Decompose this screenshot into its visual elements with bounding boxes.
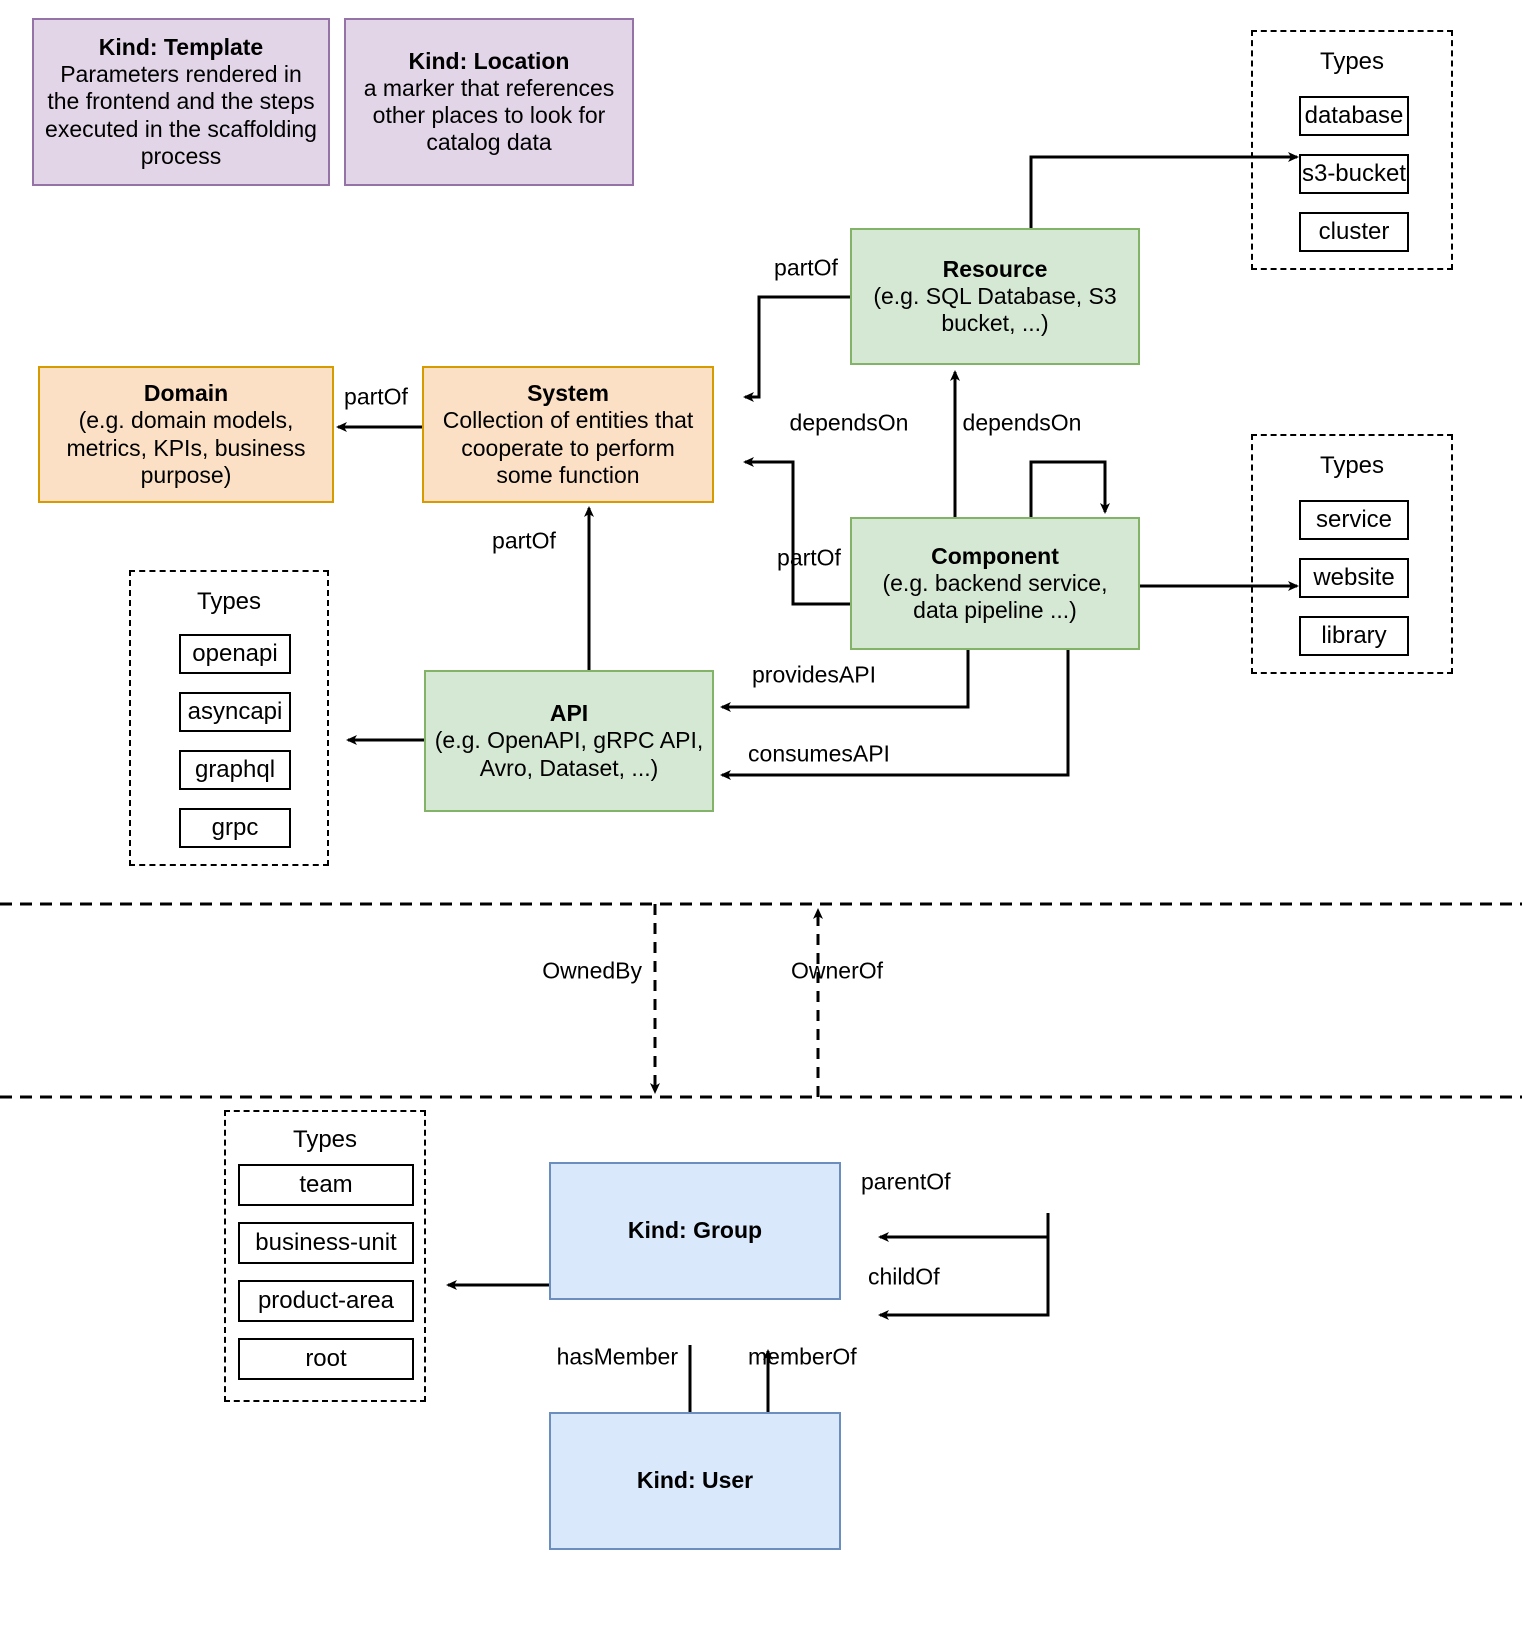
types-title: Types [196, 588, 262, 615]
type-chip-graphql[interactable]: graphql [179, 750, 291, 790]
edge-label-component-consumesapi: consumesAPI [748, 740, 890, 767]
type-chip-cluster[interactable]: cluster [1299, 212, 1409, 252]
types-title: Types [1319, 48, 1385, 75]
node-title: Resource [942, 255, 1048, 282]
node-subtitle: (e.g. OpenAPI, gRPC API, Avro, Dataset, … [434, 727, 704, 781]
edge-group-parentof [878, 1213, 1050, 1242]
edge-label-ownedby: OwnedBy [542, 957, 642, 984]
type-chip-website[interactable]: website [1299, 558, 1409, 598]
type-chip-grpc[interactable]: grpc [179, 808, 291, 848]
node-subtitle: a marker that references other places to… [363, 74, 615, 156]
node-title: Kind: Template [98, 34, 264, 61]
node-title: Domain [143, 380, 229, 407]
node-subtitle: Collection of entities that cooperate to… [442, 407, 694, 488]
edge-label-component-providesapi: providesAPI [751, 661, 877, 688]
edge-label-group-parentof: parentOf [861, 1168, 951, 1195]
edge-component-dependson-component [1029, 460, 1110, 518]
types-box-group: Types team business-unit product-area ro… [224, 1110, 426, 1402]
types-title: Types [1319, 452, 1385, 479]
types-box-component: Types service website library [1251, 434, 1453, 674]
node-title: Kind: Group [627, 1217, 763, 1244]
node-title: System [527, 380, 609, 407]
types-box-resource: Types database s3-bucket cluster [1251, 30, 1453, 270]
node-api[interactable]: API (e.g. OpenAPI, gRPC API, Avro, Datas… [424, 670, 714, 812]
edge-label-api-partof-system: partOf [492, 527, 556, 554]
type-chip-product-area[interactable]: product-area [238, 1280, 414, 1322]
node-kind-location[interactable]: Kind: Location a marker that references … [344, 18, 634, 186]
type-chip-team[interactable]: team [238, 1164, 414, 1206]
type-chip-library[interactable]: library [1299, 616, 1409, 656]
type-chip-business-unit[interactable]: business-unit [238, 1222, 414, 1264]
edge-label-resource-partof-system: partOf [774, 254, 838, 281]
type-chip-asyncapi[interactable]: asyncapi [179, 692, 291, 732]
type-chip-root[interactable]: root [238, 1338, 414, 1380]
edge-label-ownerof: OwnerOf [791, 957, 884, 984]
node-system[interactable]: System Collection of entities that coope… [422, 366, 714, 503]
node-component[interactable]: Component (e.g. backend service, data pi… [850, 517, 1140, 650]
node-resource[interactable]: Resource (e.g. SQL Database, S3 bucket, … [850, 228, 1140, 365]
node-kind-template[interactable]: Kind: Template Parameters rendered in th… [32, 18, 330, 186]
type-chip-openapi[interactable]: openapi [179, 634, 291, 674]
edge-label-component-partof-system: partOf [777, 544, 841, 571]
node-title: Kind: Location [408, 47, 570, 74]
type-chip-s3-bucket[interactable]: s3-bucket [1299, 154, 1409, 194]
node-kind-user[interactable]: Kind: User [549, 1412, 841, 1550]
node-subtitle: (e.g. SQL Database, S3 bucket, ...) [873, 282, 1117, 337]
type-chip-database[interactable]: database [1299, 96, 1409, 136]
node-title: API [549, 700, 589, 727]
edge-label-group-childof: childOf [868, 1263, 940, 1290]
node-subtitle: (e.g. backend service, data pipeline ...… [882, 569, 1108, 624]
edge-label-component-dependson-resource: dependsOn [789, 409, 909, 436]
types-box-api: Types openapi asyncapi graphql grpc [129, 570, 329, 866]
edge-label-system-partof-domain: partOf [344, 383, 408, 410]
edge-label-user-memberof: memberOf [748, 1343, 857, 1370]
type-chip-service[interactable]: service [1299, 500, 1409, 540]
node-title: Component [931, 542, 1059, 569]
node-subtitle: Parameters rendered in the frontend and … [45, 61, 317, 169]
edge-label-group-hasmember: hasMember [556, 1343, 678, 1370]
node-subtitle: (e.g. domain models, metrics, KPIs, busi… [66, 407, 306, 488]
node-kind-group[interactable]: Kind: Group [549, 1162, 841, 1300]
node-domain[interactable]: Domain (e.g. domain models, metrics, KPI… [38, 366, 334, 503]
edge-label-component-dependson-component: dependsOn [962, 409, 1082, 436]
types-title: Types [292, 1126, 358, 1153]
node-title: Kind: User [636, 1467, 754, 1494]
